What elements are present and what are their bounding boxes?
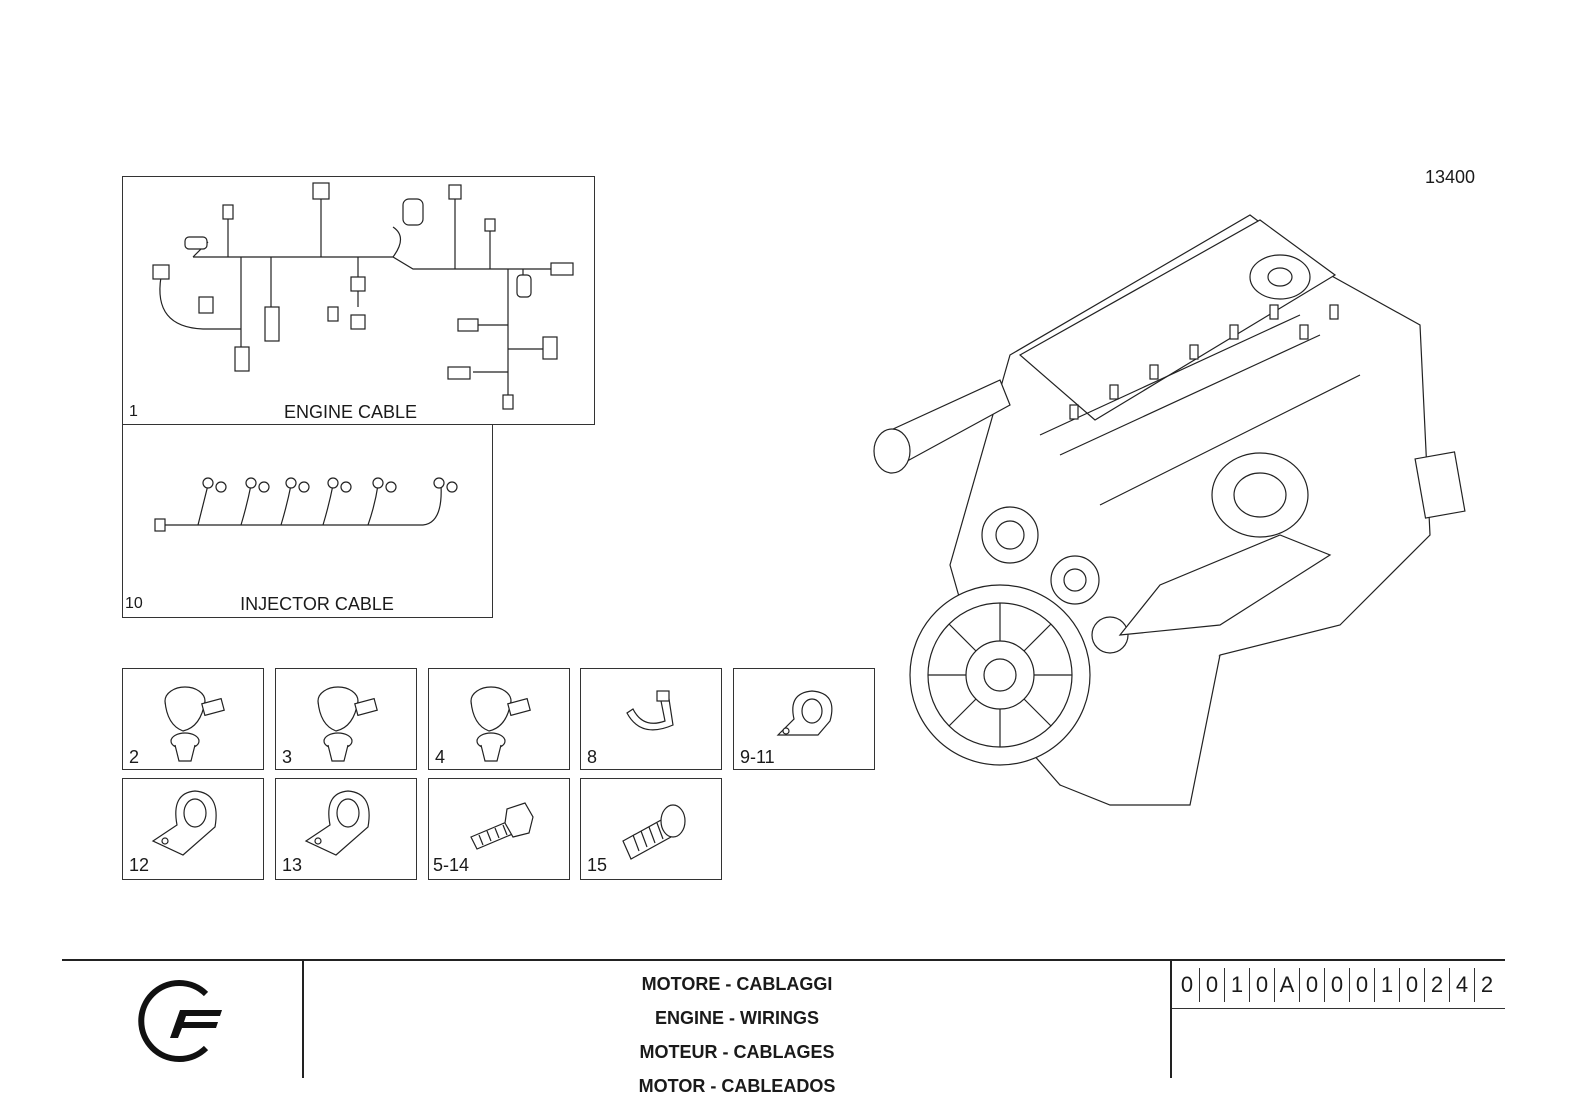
part-box-2: 2 [122, 668, 264, 770]
part-label-13: 13 [282, 855, 303, 875]
code-digit: 0 [1350, 968, 1375, 1002]
injector-cable-title: INJECTOR CABLE [240, 594, 394, 614]
code-digit: 0 [1200, 968, 1225, 1002]
screw-icon [622, 804, 686, 860]
engine-cable-panel: 1 ENGINE CABLE [122, 176, 595, 425]
p-clip-icon [151, 790, 217, 856]
code-digit: A [1275, 968, 1300, 1002]
part-label-15: 15 [587, 855, 608, 875]
clamp-plug-icon [470, 686, 531, 762]
code-digit: 2 [1425, 968, 1450, 1002]
part-box-8: 8 [580, 668, 722, 770]
reference-number: 13400 [1425, 167, 1476, 187]
code-digit: 0 [1325, 968, 1350, 1002]
part-label-3: 3 [282, 747, 293, 767]
code-digit: 4 [1450, 968, 1475, 1002]
engine-cable-drawing [152, 182, 574, 410]
engine-cable-number: 1 [129, 403, 138, 420]
code-digit: 0 [1400, 968, 1425, 1002]
code-digit: 0 [1175, 968, 1200, 1002]
title-block-divider-left [302, 961, 304, 1078]
part-box-15: 15 [580, 778, 722, 880]
title-line-spanish: MOTOR - CABLEADOS [638, 1076, 836, 1096]
brand-logo [134, 980, 226, 1062]
code-digit: 2 [1480, 972, 1494, 997]
clamp-plug-icon [164, 686, 225, 762]
title-line-french: MOTEUR - CABLAGES [639, 1042, 835, 1062]
injector-cable-drawing [154, 477, 458, 532]
engine-cable-title: ENGINE CABLE [283, 402, 418, 422]
title-line-italian: MOTORE - CABLAGGI [641, 974, 833, 994]
title-line-english: ENGINE - WIRINGS [654, 1008, 819, 1028]
p-clip-icon [776, 690, 833, 736]
cable-tie-icon [626, 690, 674, 731]
part-box-9-11: 9-11 [733, 668, 875, 770]
title-lines: MOTORE - CABLAGGI ENGINE - WIRINGS MOTEU… [304, 970, 1170, 1110]
title-block-top-rule [62, 959, 1505, 961]
code-digit: 0 [1250, 968, 1275, 1002]
brand-logo-icon [138, 980, 222, 1062]
injector-cable-panel: 10 INJECTOR CABLE [122, 424, 493, 618]
part-label-4: 4 [435, 747, 446, 767]
drawing-code: 0 0 1 0 A 0 0 0 1 0 2 4 2 [1175, 968, 1499, 1002]
code-digit: 0 [1300, 968, 1325, 1002]
part-box-13: 13 [275, 778, 417, 880]
p-clip-icon [304, 790, 370, 856]
code-digit: 1 [1375, 968, 1400, 1002]
part-box-3: 3 [275, 668, 417, 770]
injector-cable-number: 10 [125, 595, 143, 612]
engine-drawing [873, 214, 1466, 806]
code-digit: 1 [1225, 968, 1250, 1002]
part-label-9-11: 9-11 [740, 747, 775, 767]
part-label-5-14: 5-14 [433, 855, 470, 875]
title-block-divider-right [1170, 961, 1172, 1078]
part-box-5-14: 5-14 [428, 778, 570, 880]
part-label-2: 2 [129, 747, 140, 767]
part-label-8: 8 [587, 747, 598, 767]
clamp-plug-icon [317, 686, 378, 762]
bolt-icon [470, 802, 534, 850]
code-underline [1172, 1008, 1505, 1009]
part-box-4: 4 [428, 668, 570, 770]
part-box-12: 12 [122, 778, 264, 880]
part-label-12: 12 [129, 855, 150, 875]
